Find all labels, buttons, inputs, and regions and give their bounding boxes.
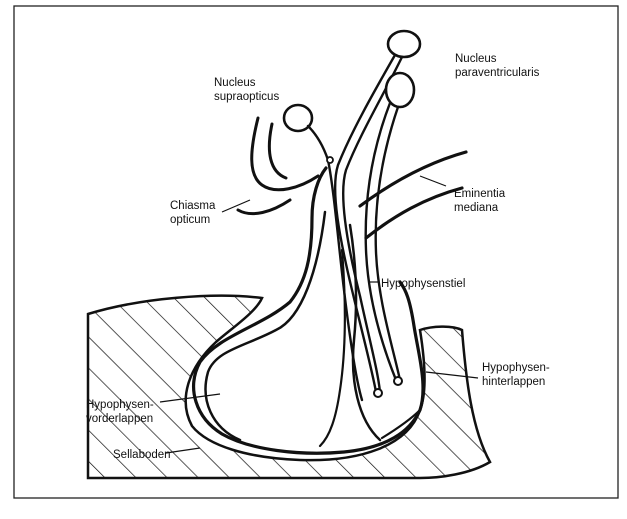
chiasma-opticum-shape [269,124,286,178]
label-hypophysenstiel: Hypophysenstiel [381,278,465,290]
label-eminentia-mediana: Eminentia mediana [454,188,508,214]
nucleus-paraventricularis-cell [388,31,420,57]
hypothalamus-floor [366,188,462,238]
label-hypophysen-hinterlappen: Hypophysen- hinterlappen [482,362,553,388]
paraventricular-axon [376,107,400,380]
leader-eminentia [420,176,446,186]
hypothalamus-floor [360,152,466,206]
axon-terminal [327,157,333,163]
axon-terminal [394,377,402,385]
lobe-boundary [320,250,345,446]
label-nucleus-supraopticus: Nucleus supraopticus [214,77,279,103]
label-sellaboden: Sellaboden [113,449,171,461]
leader-chiasma [222,200,250,212]
label-nucleus-paraventricularis: Nucleus paraventricularis [455,53,540,79]
label-chiasma-opticum: Chiasma opticum [170,200,219,226]
axon-terminal [374,389,382,397]
